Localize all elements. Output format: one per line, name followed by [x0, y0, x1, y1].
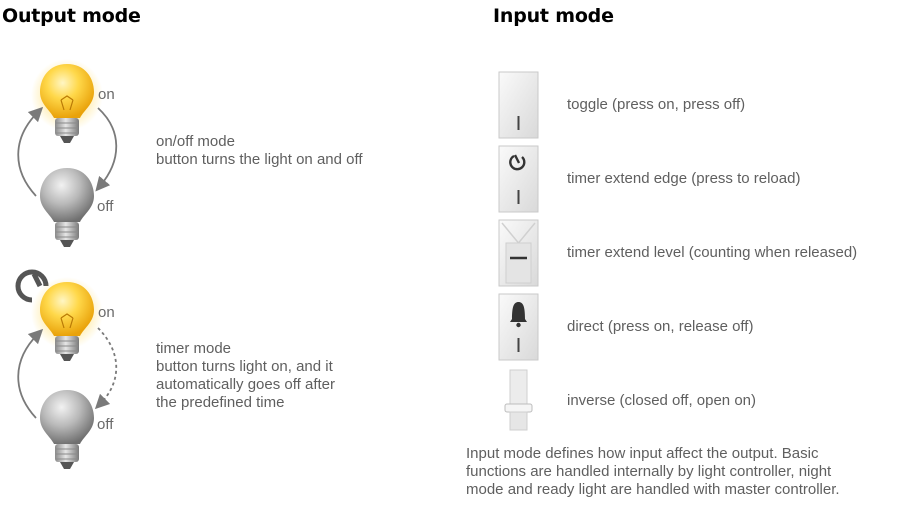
timer-bulb-on: [31, 277, 103, 361]
onoff-description: on/off mode button turns the light on an…: [156, 133, 363, 169]
timer-switch-icon: [498, 145, 539, 213]
timer-arrow-right-dashed: [94, 327, 118, 410]
input-mode-heading: Input mode: [493, 5, 614, 27]
timer-icon: [15, 269, 49, 303]
toggle-switch-icon: [498, 71, 539, 139]
level-switch-icon: [498, 219, 539, 287]
input-item-timer-level-label: timer extend level (counting when releas…: [567, 244, 858, 261]
timer-description: timer mode button turns light on, and it…: [156, 340, 335, 412]
onoff-title: on/off mode: [156, 133, 235, 150]
output-mode-heading: Output mode: [2, 5, 141, 27]
timer-desc-line: automatically goes off after: [156, 376, 335, 393]
timer-arrow-left: [17, 328, 44, 419]
onoff-arrow-right: [95, 107, 118, 192]
timer-title: timer mode: [156, 340, 232, 357]
timer-off-label: off: [97, 416, 114, 433]
onoff-desc-text: button turns the light on and off: [156, 151, 363, 168]
onoff-on-label: on: [98, 86, 115, 103]
onoff-bulb-on: [31, 59, 103, 143]
input-mode-footer: Input mode defines how input affect the …: [466, 445, 840, 499]
onoff-arrow-left: [17, 106, 44, 197]
input-item-timer-edge-label: timer extend edge (press to reload): [567, 170, 801, 187]
bell-switch-icon: [498, 293, 539, 361]
timer-on-label: on: [98, 304, 115, 321]
timer-desc-line: button turns light on, and it: [156, 358, 333, 375]
onoff-off-label: off: [97, 198, 114, 215]
timer-bulb-off: [40, 390, 94, 469]
footer-line: mode and ready light are handled with ma…: [466, 481, 840, 498]
onoff-bulb-off: [40, 168, 94, 247]
input-item-toggle-label: toggle (press on, press off): [567, 96, 746, 113]
timer-desc-line: the predefined time: [156, 394, 285, 411]
footer-line: functions are handled internally by ligh…: [466, 463, 832, 480]
input-item-inverse-label: inverse (closed off, open on): [567, 392, 757, 409]
input-item-direct-label: direct (press on, release off): [567, 318, 754, 335]
plunger-switch-icon: [504, 369, 533, 431]
footer-line: Input mode defines how input affect the …: [466, 445, 819, 462]
